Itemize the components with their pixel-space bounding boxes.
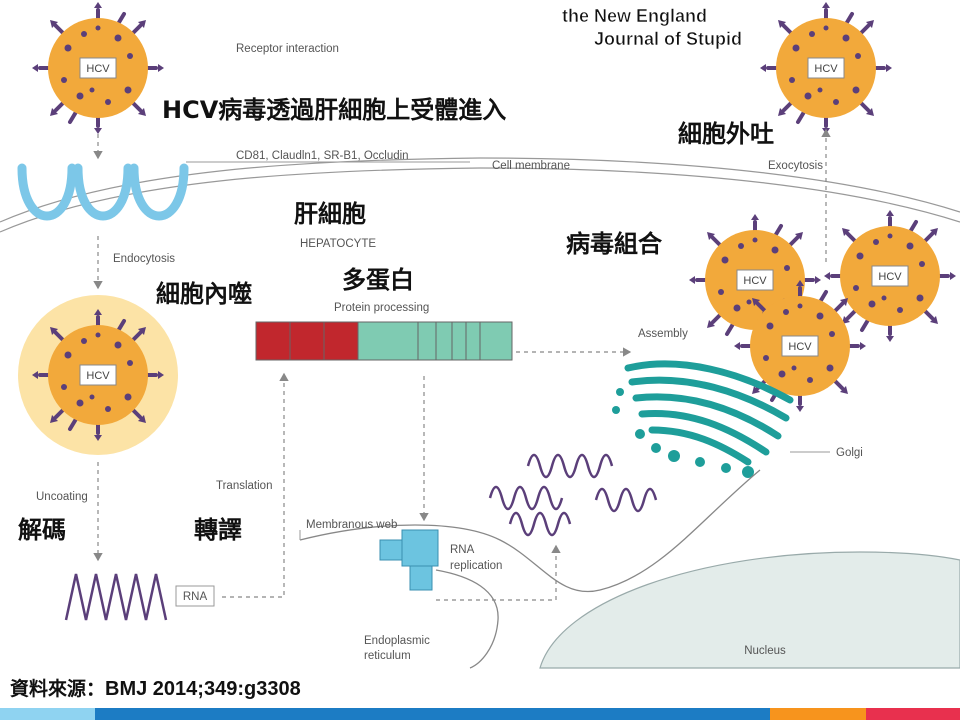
svg-text:HCV: HCV: [878, 271, 902, 283]
cell-membrane-label: Cell membrane: [492, 160, 570, 172]
svg-text:HCV: HCV: [743, 275, 767, 287]
footer-bar-red: [866, 708, 960, 720]
uncoating-label: Uncoating: [36, 491, 88, 503]
er-label-2: reticulum: [364, 650, 411, 662]
rna-replication-label-1: RNA: [450, 544, 475, 556]
membranous-web-complex: [379, 529, 439, 591]
zh-exocytosis-label: 細胞外吐: [678, 120, 774, 148]
footer-bar-orange: [770, 708, 866, 720]
zh-endocytosis-label: 細胞內噬: [156, 280, 252, 308]
endocytosis-label: Endocytosis: [113, 253, 175, 265]
virion-assembly-2: HCV: [822, 208, 958, 344]
svg-text:HCV: HCV: [814, 63, 838, 75]
journal-logo: the New England Journal of Stupid: [562, 6, 743, 50]
footer-bar-light-blue: [0, 708, 95, 720]
virion-exocytosis: HCV: [758, 0, 894, 136]
receptors-label: CD81, Claudln1, SR-B1, Occludin: [236, 150, 409, 162]
journal-line-1: the New England: [562, 6, 707, 26]
hepatocyte-label: HEPATOCYTE: [300, 238, 376, 250]
zh-hepatocyte-label: 肝細胞: [294, 200, 366, 228]
zh-entry-label: HCV病毒透過肝細胞上受體進入: [162, 96, 506, 124]
golgi-label: Golgi: [836, 447, 863, 459]
er-label-1: Endoplasmic: [364, 635, 430, 647]
zh-assembly-label: 病毒組合: [566, 230, 663, 258]
virion-entry: HCV: [30, 0, 166, 136]
protein-processing-label: Protein processing: [334, 302, 429, 314]
nucleus-shape: [539, 551, 960, 669]
zh-uncoating-label: 解碼: [18, 516, 66, 544]
polyprotein-bar: [255, 321, 513, 361]
source-citation: 資料來源：BMJ 2014;349:g3308: [10, 674, 301, 701]
assembly-label: Assembly: [638, 328, 688, 340]
clathrin-pits: [17, 163, 189, 221]
translation-label: Translation: [216, 480, 272, 492]
journal-line-2: Journal of Stupid: [594, 29, 742, 49]
rna-box: [175, 585, 215, 607]
footer-bar-blue: [95, 708, 770, 720]
endoplasmic-reticulum: [299, 469, 761, 593]
membranous-web-label: Membranous web: [306, 519, 397, 531]
golgi-vesicles: [612, 388, 754, 478]
flow-arrows: [93, 128, 831, 601]
svg-text:HCV: HCV: [86, 370, 110, 382]
zh-translation-label: 轉譯: [194, 516, 242, 544]
svg-text:HCV: HCV: [788, 341, 812, 353]
golgi-apparatus: [624, 360, 794, 466]
nucleus-label: Nucleus: [744, 645, 786, 657]
zh-polyprotein-label: 多蛋白: [342, 266, 414, 294]
rna-label: RNA: [183, 591, 208, 603]
endoplasmic-reticulum-branch: [435, 569, 499, 669]
receptor-interaction-label: Receptor interaction: [236, 43, 339, 55]
cell-membrane-inner: [0, 167, 960, 233]
source-reference: BMJ 2014;349:g3308: [105, 678, 301, 700]
virion-assembly-3: HCV: [732, 278, 868, 414]
virion-endosome: HCV: [30, 307, 166, 443]
rna-strands: [64, 453, 658, 621]
virion-assembly-1: HCV: [687, 212, 823, 348]
rna-replication-label-2: replication: [450, 560, 502, 572]
exocytosis-label: Exocytosis: [768, 160, 823, 172]
source-prefix: 資料來源：: [10, 678, 106, 700]
svg-text:HCV: HCV: [86, 63, 110, 75]
